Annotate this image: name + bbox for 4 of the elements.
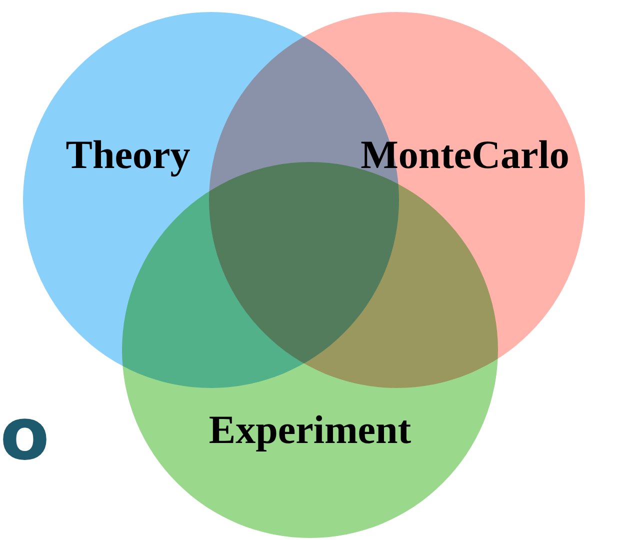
circle-label: Experiment [208, 410, 412, 450]
circle-label: Theory [66, 135, 190, 175]
circle-label: MonteCarlo [360, 135, 570, 175]
partial-heading-text: o [0, 398, 50, 470]
